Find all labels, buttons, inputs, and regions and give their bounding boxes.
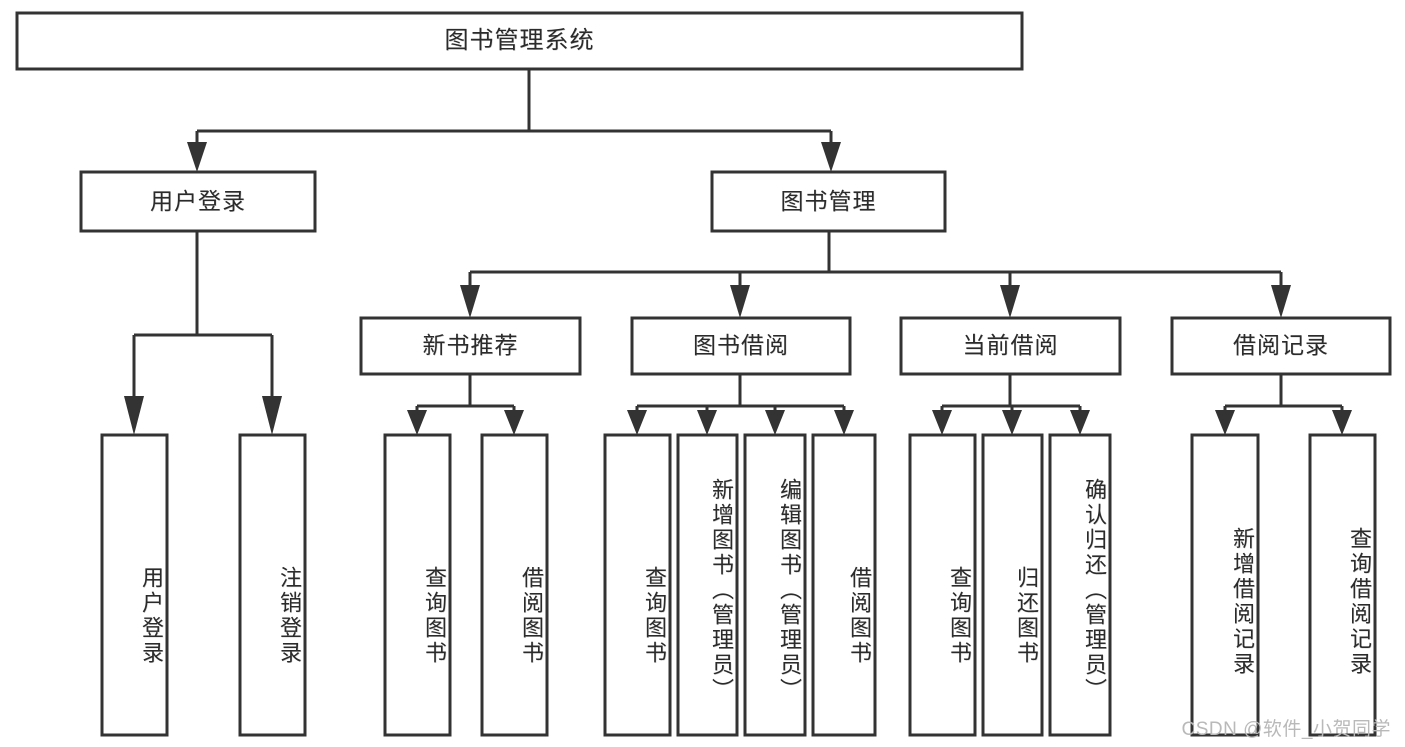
- node-box-leaf-query-record[interactable]: [1308, 433, 1377, 737]
- arrow-head-leaf-borrow-book-2: [834, 410, 854, 435]
- arrow-head-current-borrow: [1000, 285, 1020, 318]
- node-box-leaf-logout[interactable]: [238, 433, 307, 737]
- arrow-head-leaf-add-book: [697, 410, 717, 435]
- node-box-leaf-borrow-book-1[interactable]: [480, 433, 549, 737]
- arrow-head-leaf-borrow-book-1: [504, 410, 524, 435]
- node-box-leaf-add-record[interactable]: [1190, 433, 1260, 737]
- csdn-watermark: CSDN @软件_小贺同学: [1181, 719, 1391, 740]
- arrow-head-new-book-recommend: [460, 285, 480, 318]
- arrow-head-leaf-query-book-3: [932, 410, 952, 435]
- node-box-leaf-query-book-2[interactable]: [603, 433, 672, 737]
- arrow-head-leaf-confirm-return: [1070, 410, 1090, 435]
- arrow-head-leaf-user-login: [124, 396, 144, 435]
- arrow-head-user-login: [187, 142, 207, 172]
- arrow-head-leaf-query-book-1: [407, 410, 427, 435]
- node-box-leaf-query-book-3[interactable]: [908, 433, 977, 737]
- node-box-book-borrow[interactable]: [630, 316, 852, 376]
- node-box-book-manage[interactable]: [710, 170, 947, 233]
- arrow-head-book-manage: [821, 142, 841, 172]
- node-box-root[interactable]: [15, 11, 1024, 71]
- node-box-leaf-add-book[interactable]: [676, 433, 739, 737]
- arrow-head-leaf-query-record: [1332, 410, 1352, 435]
- arrow-head-book-borrow: [730, 285, 750, 318]
- arrow-head-leaf-query-book-2: [627, 410, 647, 435]
- arrow-head-leaf-edit-book: [765, 410, 785, 435]
- node-box-leaf-edit-book[interactable]: [743, 433, 807, 737]
- arrow-head-leaf-add-record: [1215, 410, 1235, 435]
- node-box-leaf-confirm-return[interactable]: [1048, 433, 1112, 737]
- node-box-leaf-user-login[interactable]: [100, 433, 169, 737]
- node-box-user-login[interactable]: [79, 170, 317, 233]
- arrow-head-leaf-logout: [262, 396, 282, 435]
- arrow-head-borrow-record: [1271, 285, 1291, 318]
- node-box-leaf-query-book-1[interactable]: [383, 433, 452, 737]
- node-box-new-book-recommend[interactable]: [359, 316, 582, 376]
- node-box-leaf-borrow-book-2[interactable]: [811, 433, 877, 737]
- node-box-current-borrow[interactable]: [899, 316, 1122, 376]
- arrow-head-leaf-return-book: [1002, 410, 1022, 435]
- node-box-leaf-return-book[interactable]: [981, 433, 1044, 737]
- node-box-borrow-record[interactable]: [1170, 316, 1392, 376]
